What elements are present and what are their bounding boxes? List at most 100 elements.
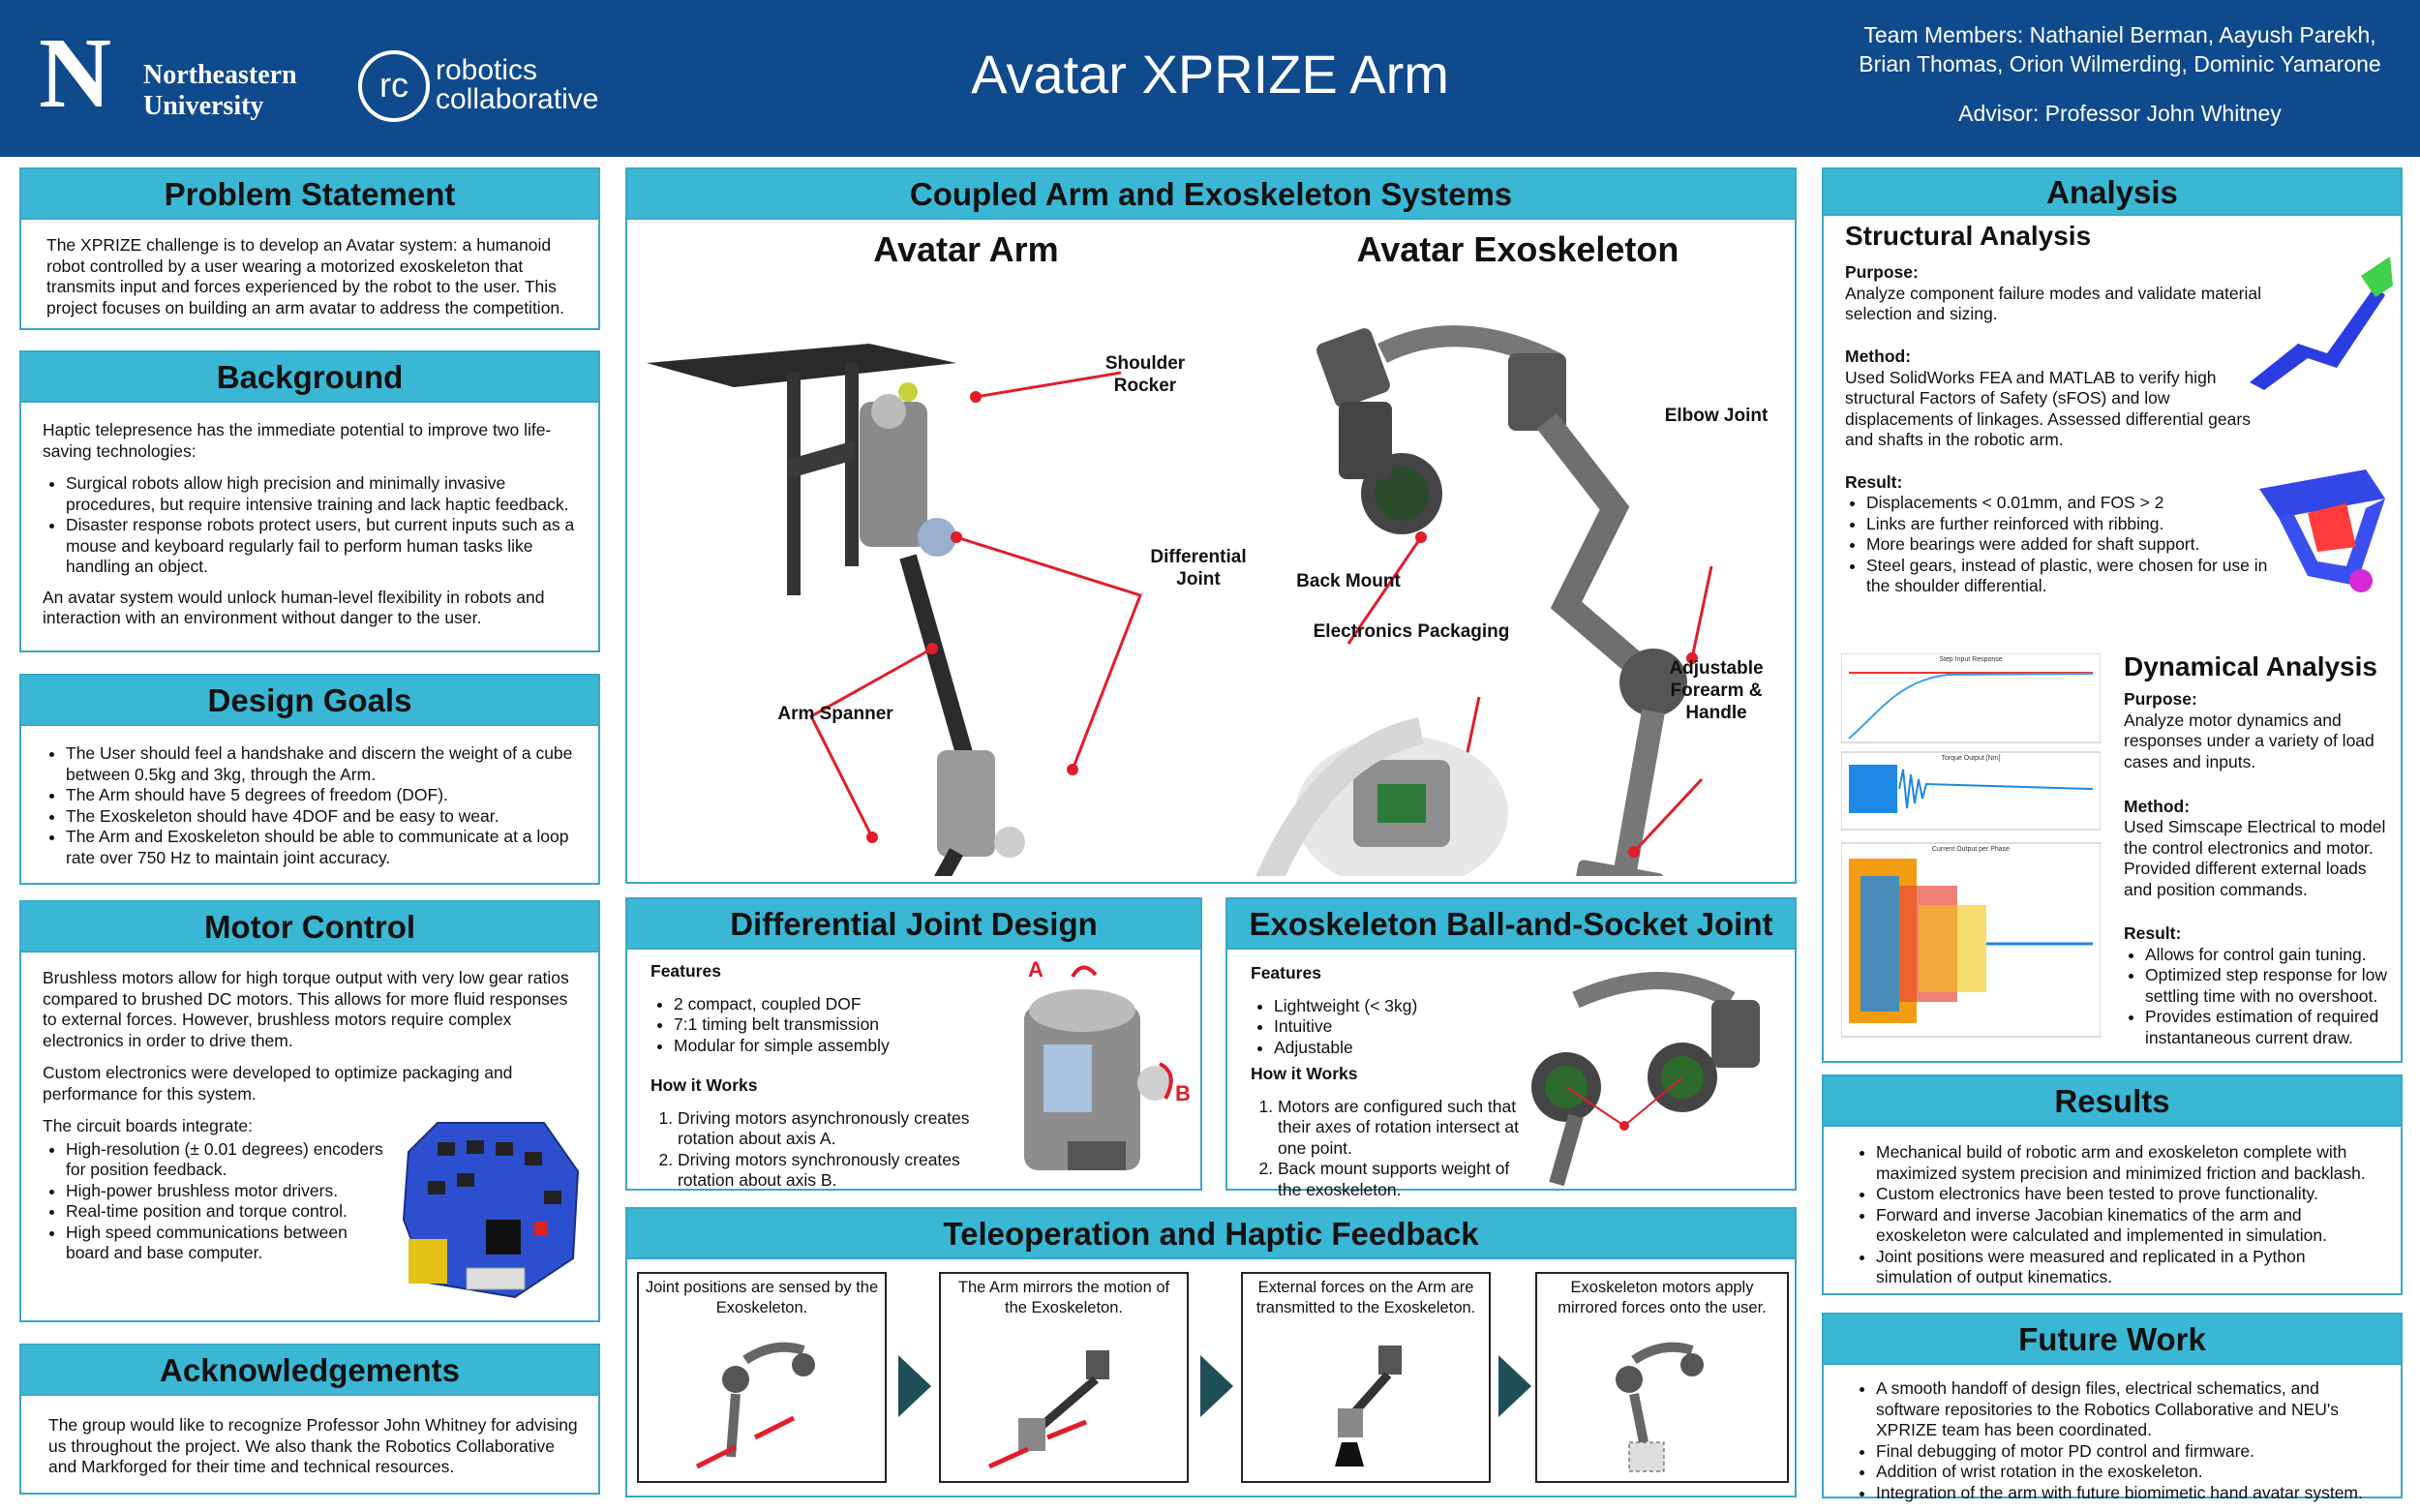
list-item: Mechanical build of robotic arm and exos… — [1876, 1142, 2381, 1184]
list-item: The Arm should have 5 degrees of freedom… — [66, 785, 579, 806]
problem-statement-title: Problem Statement — [21, 169, 598, 220]
dynamical-purpose: Analyze motor dynamics and responses und… — [2124, 710, 2375, 771]
list-item: Disaster response robots protect users, … — [66, 515, 579, 578]
flow-arrow-3 — [1498, 1355, 1531, 1417]
features-heading: Features — [1251, 963, 1321, 983]
step-4-image — [1616, 1342, 1704, 1472]
poster-header: N Northeastern University rc robotics co… — [0, 0, 2420, 157]
team-members: Team Members: Nathaniel Berman, Aayush P… — [1859, 22, 2381, 76]
list-item: The Arm and Exoskeleton should be able t… — [66, 827, 579, 868]
list-item: Displacements < 0.01mm, and FOS > 2 — [1866, 493, 2292, 514]
acknowledgements-text: The group would like to recognize Profes… — [48, 1415, 578, 1477]
list-item: Adjustable — [1274, 1038, 1522, 1059]
list-item: High-power brushless motor drivers. — [66, 1181, 395, 1202]
results-panel: Results Mechanical build of robotic arm … — [1822, 1074, 2403, 1295]
back-mount-label: Back Mount — [1296, 571, 1401, 591]
plot2-title: Torque Output [Nm] — [1941, 755, 2000, 762]
ball-how-list: Motors are configured such that their ax… — [1251, 1097, 1522, 1201]
how-it-works-heading: How it Works — [1251, 1064, 1358, 1084]
axis-b-label: B — [1175, 1081, 1191, 1105]
ball-socket-title: Exoskeleton Ball-and-Socket Joint — [1227, 899, 1795, 950]
list-item: High speed communications between board … — [66, 1223, 395, 1264]
future-work-title: Future Work — [1824, 1315, 2401, 1365]
list-item: Real-time position and torque control. — [66, 1201, 395, 1223]
differential-joint-panel: Differential Joint Design Features 2 com… — [625, 897, 1202, 1191]
analysis-panel: Analysis Structural Analysis Purpose: An… — [1822, 167, 2403, 1063]
motor-p2: Custom electronics were developed to opt… — [43, 1063, 513, 1104]
list-item: Final debugging of motor PD control and … — [1876, 1441, 2381, 1463]
avatar-arm-title: Avatar Arm — [873, 229, 1059, 269]
arm-exoskeleton-illustration — [647, 325, 1713, 876]
acknowledgements-title: Acknowledgements — [21, 1346, 598, 1396]
flow-arrow-2 — [1200, 1355, 1233, 1417]
structural-purpose: Analyze component failure modes and vali… — [1845, 283, 2261, 324]
background-outro: An avatar system would unlock human-leve… — [43, 587, 545, 628]
arm-spanner-label: Arm Spanner — [777, 704, 893, 724]
diff-how-list: Driving motors asynchronously creates ro… — [650, 1108, 999, 1192]
circuit-board-image — [402, 1122, 580, 1299]
results-title: Results — [1824, 1076, 2401, 1127]
ball-socket-image — [1531, 972, 1760, 1187]
list-item: Optimized step response for low settling… — [2145, 965, 2395, 1007]
list-item: 7:1 timing belt transmission — [674, 1014, 999, 1036]
background-intro: Haptic telepresence has the immediate po… — [43, 420, 552, 461]
axis-a-label: A — [1028, 957, 1044, 982]
advisor: Advisor: Professor John Whitney — [1958, 101, 2282, 126]
dynamical-analysis-heading: Dynamical Analysis — [2124, 651, 2377, 681]
dynamical-plots: Step Input Response Torque Output [Nm] C… — [1841, 653, 2101, 1038]
university-line1: Northeastern — [143, 60, 297, 90]
step-3-image — [1335, 1346, 1402, 1467]
elbow-joint-label: Elbow Joint — [1664, 406, 1769, 426]
analysis-title: Analysis — [1824, 169, 2401, 216]
results-list: Mechanical build of robotic arm and exos… — [1853, 1142, 2381, 1288]
plot3-title: Current Output per Phase — [1932, 846, 2010, 853]
motor-p1: Brushless motors allow for high torque o… — [43, 968, 569, 1050]
shoulder-rocker-label: Shoulder Rocker — [1104, 353, 1186, 396]
coupled-systems-title: Coupled Arm and Exoskeleton Systems — [627, 169, 1795, 220]
features-heading: Features — [650, 961, 721, 981]
list-item: Custom electronics have been tested to p… — [1876, 1184, 2381, 1205]
future-work-list: A smooth handoff of design files, electr… — [1853, 1378, 2381, 1503]
result-heading: Result: — [2124, 923, 2182, 944]
list-item: Steel gears, instead of plastic, were ch… — [1866, 556, 2292, 597]
design-goals-title: Design Goals — [21, 676, 598, 726]
tele-step-2: The Arm mirrors the motion of the Exoske… — [939, 1272, 1189, 1483]
differential-joint-image — [1024, 965, 1173, 1170]
adjustable-forearm-label: Adjustable Forearm & Handle — [1669, 658, 1764, 723]
motor-p3: The circuit boards integrate: — [43, 1116, 253, 1136]
motor-control-title: Motor Control — [21, 902, 598, 953]
coupled-systems-panel: Coupled Arm and Exoskeleton Systems Avat… — [625, 167, 1797, 884]
how-it-works-heading: How it Works — [650, 1075, 758, 1096]
list-item: Links are further reinforced with ribbin… — [1866, 514, 2292, 535]
future-work-panel: Future Work A smooth handoff of design f… — [1822, 1313, 2403, 1502]
problem-statement-panel: Problem Statement The XPRIZE challenge i… — [19, 167, 600, 330]
tele-step-3: External forces on the Arm are transmitt… — [1241, 1272, 1491, 1483]
background-title: Background — [21, 352, 598, 403]
list-item: The Exoskeleton should have 4DOF and be … — [66, 806, 579, 828]
purpose-heading: Purpose: — [1845, 262, 1919, 283]
list-item: Allows for control gain tuning. — [2145, 945, 2395, 966]
northeastern-n-mark: N — [39, 17, 112, 129]
problem-text: The XPRIZE challenge is to develop an Av… — [46, 235, 565, 318]
list-item: Intuitive — [1274, 1016, 1522, 1038]
tele-step-1: Joint positions are sensed by the Exoske… — [637, 1272, 887, 1483]
list-item: Provides estimation of required instanta… — [2145, 1007, 2395, 1048]
design-goals-list: The User should feel a handshake and dis… — [43, 743, 579, 868]
dynamical-results-list: Allows for control gain tuning. Optimize… — [2124, 945, 2395, 1049]
list-item: Back mount supports weight of the exoske… — [1278, 1159, 1522, 1200]
method-heading: Method: — [1845, 346, 1912, 366]
differential-joint-title: Differential Joint Design — [627, 899, 1200, 950]
list-item: Addition of wrist rotation in the exoske… — [1876, 1462, 2381, 1483]
teleoperation-title: Teleoperation and Haptic Feedback — [627, 1209, 1795, 1259]
background-list: Surgical robots allow high precision and… — [43, 473, 579, 578]
list-item: Forward and inverse Jacobian kinematics … — [1876, 1205, 2381, 1247]
step-1-image — [695, 1342, 815, 1469]
differential-joint-label: Differential Joint — [1150, 547, 1247, 590]
structural-analysis-heading: Structural Analysis — [1845, 221, 2092, 251]
ball-socket-panel: Exoskeleton Ball-and-Socket Joint Featur… — [1225, 897, 1797, 1199]
purpose-heading: Purpose: — [2124, 689, 2197, 710]
list-item: Integration of the arm with future biomi… — [1876, 1483, 2381, 1504]
background-panel: Background Haptic telepresence has the i… — [19, 350, 600, 652]
ball-features-list: Lightweight (< 3kg) Intuitive Adjustable — [1251, 996, 1522, 1059]
rc-mark: rc — [358, 50, 430, 122]
